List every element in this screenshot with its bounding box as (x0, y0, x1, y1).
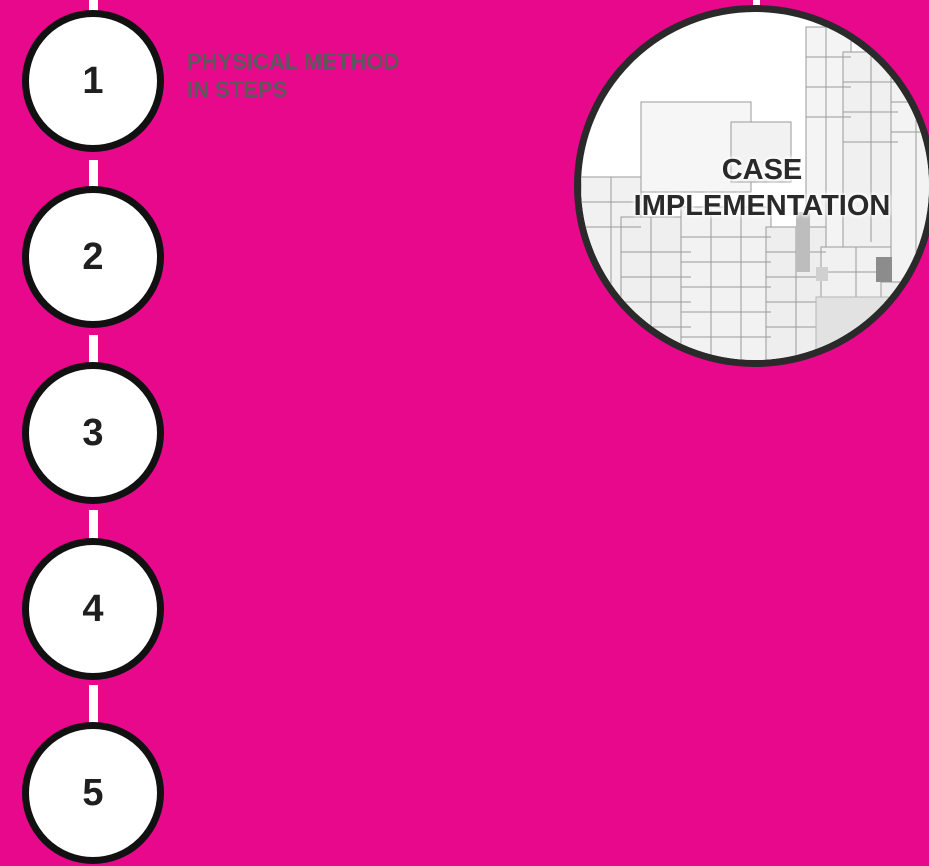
step-1-title-line: IN STEPS (187, 77, 288, 102)
step-number: 3 (82, 412, 104, 454)
step-number: 5 (82, 772, 104, 814)
step-number: 1 (82, 60, 104, 102)
case-title-line: IMPLEMENTATION (633, 190, 891, 222)
timeline-connector (89, 335, 98, 375)
step-1-title-line: PHYSICAL METHOD (187, 49, 400, 74)
city-skyline-illustration (581, 26, 929, 360)
case-implementation-circle[interactable]: CASE IMPLEMENTATION (574, 5, 929, 367)
step-number: 4 (82, 588, 104, 630)
case-title: CASE IMPLEMENTATION (581, 152, 929, 224)
timeline-connector (89, 685, 98, 725)
timeline-connector (89, 510, 98, 550)
step-1-circle[interactable]: 1 (22, 10, 164, 152)
timeline-connector (89, 160, 98, 200)
step-5-circle[interactable]: 5 (22, 722, 164, 864)
step-number: 2 (82, 236, 104, 278)
step-4-circle[interactable]: 4 (22, 538, 164, 680)
step-2-circle[interactable]: 2 (22, 186, 164, 328)
step-3-circle[interactable]: 3 (22, 362, 164, 504)
case-title-line: CASE (721, 154, 803, 186)
step-1-title: PHYSICAL METHOD IN STEPS (187, 48, 399, 104)
